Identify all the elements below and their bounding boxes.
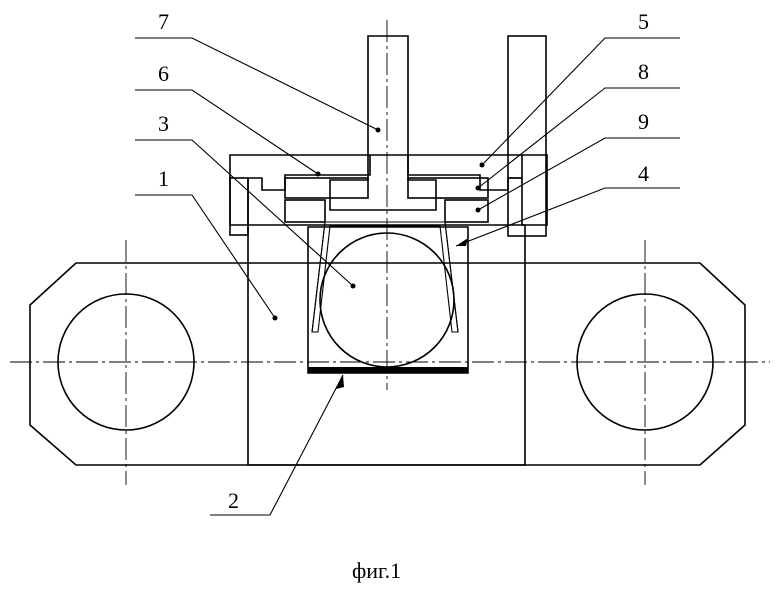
callout-labels: 7 6 3 1 5 8 9 4 2 [158,9,649,513]
seal-part-9 [285,200,488,222]
post-right [508,36,546,236]
callout-8: 8 [638,59,649,84]
callout-2: 2 [228,488,239,513]
callout-6: 6 [158,61,169,86]
liner-part-4 [312,222,458,332]
washer-part-8 [285,178,488,198]
base-flange-plate [30,263,745,465]
centerlines [10,20,770,485]
callout-3: 3 [158,111,169,136]
callout-5: 5 [638,9,649,34]
bottom-plate-part-2 [308,367,468,373]
callout-4: 4 [638,161,649,186]
figure-caption: фиг.1 [352,558,401,583]
callout-1: 1 [158,166,169,191]
cap-part-5 [230,155,547,235]
callout-7: 7 [158,9,169,34]
callout-9: 9 [638,109,649,134]
body-part-1 [248,225,525,465]
stem-part-7 [330,36,436,210]
